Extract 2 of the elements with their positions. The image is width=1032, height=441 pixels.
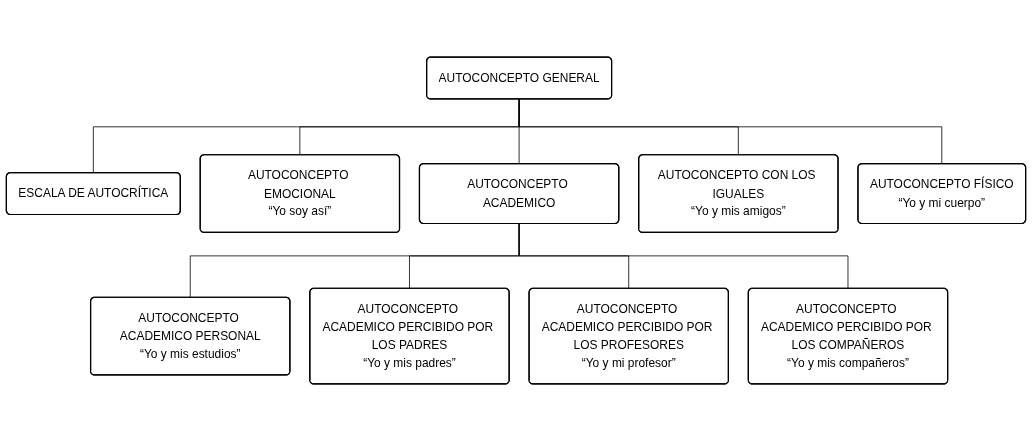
connector [518,223,849,289]
connector [518,98,943,165]
